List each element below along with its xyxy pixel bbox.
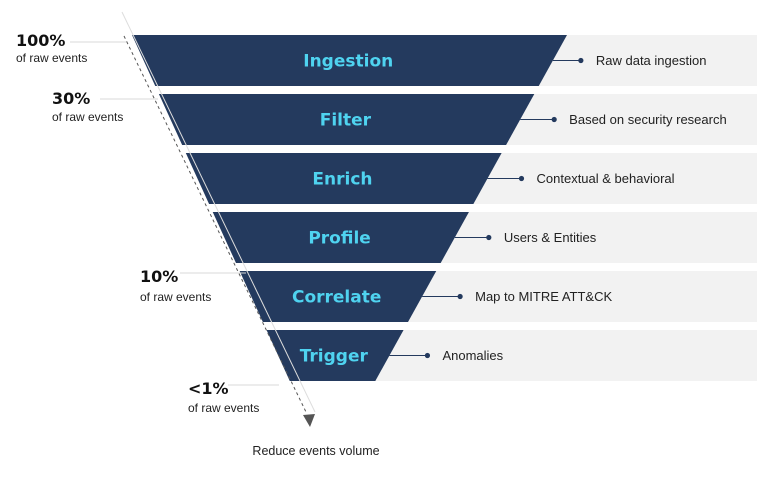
- volume-percent: 100%: [16, 31, 65, 50]
- volume-axis-line: [123, 35, 307, 413]
- funnel-band-enrich: [185, 153, 502, 204]
- volume-percent: 30%: [52, 89, 90, 108]
- funnel-band-trigger: [266, 330, 404, 381]
- stage-description: Users & Entities: [504, 230, 597, 245]
- volume-percent: <1%: [188, 379, 229, 398]
- funnel-band-correlate: [239, 271, 437, 322]
- connector-dot: [424, 352, 431, 359]
- stage-name: Profile: [308, 229, 370, 249]
- stage-description: Based on security research: [569, 112, 727, 127]
- funnel-band-ingestion: [132, 35, 567, 86]
- stage-description: Map to MITRE ATT&CK: [475, 289, 612, 304]
- connector-dot: [457, 293, 463, 300]
- stage-description: Anomalies: [442, 348, 503, 363]
- stage-description: Raw data ingestion: [596, 53, 707, 68]
- volume-percent-caption: of raw events: [16, 51, 87, 65]
- stage-description: Contextual & behavioral: [537, 171, 675, 186]
- stage-name: Trigger: [300, 347, 369, 367]
- stage-name: Correlate: [292, 288, 381, 308]
- arrow-down-icon: [303, 414, 315, 427]
- volume-percent-caption: of raw events: [52, 110, 123, 124]
- connector-dot: [486, 234, 492, 241]
- connector-dot: [578, 57, 584, 64]
- volume-percent-caption: of raw events: [140, 290, 211, 304]
- stage-name: Filter: [320, 111, 372, 131]
- axis-caption: Reduce events volume: [252, 444, 379, 458]
- stage-name: Enrich: [312, 170, 372, 190]
- volume-percent-caption: of raw events: [188, 401, 259, 415]
- volume-percent: 10%: [140, 267, 178, 286]
- funnel-band-profile: [212, 212, 469, 263]
- connector-dot: [518, 175, 525, 182]
- connector-dot: [551, 116, 557, 123]
- axis-guide-line: [121, 11, 316, 413]
- funnel-band-filter: [158, 94, 535, 145]
- stage-name: Ingestion: [303, 52, 393, 72]
